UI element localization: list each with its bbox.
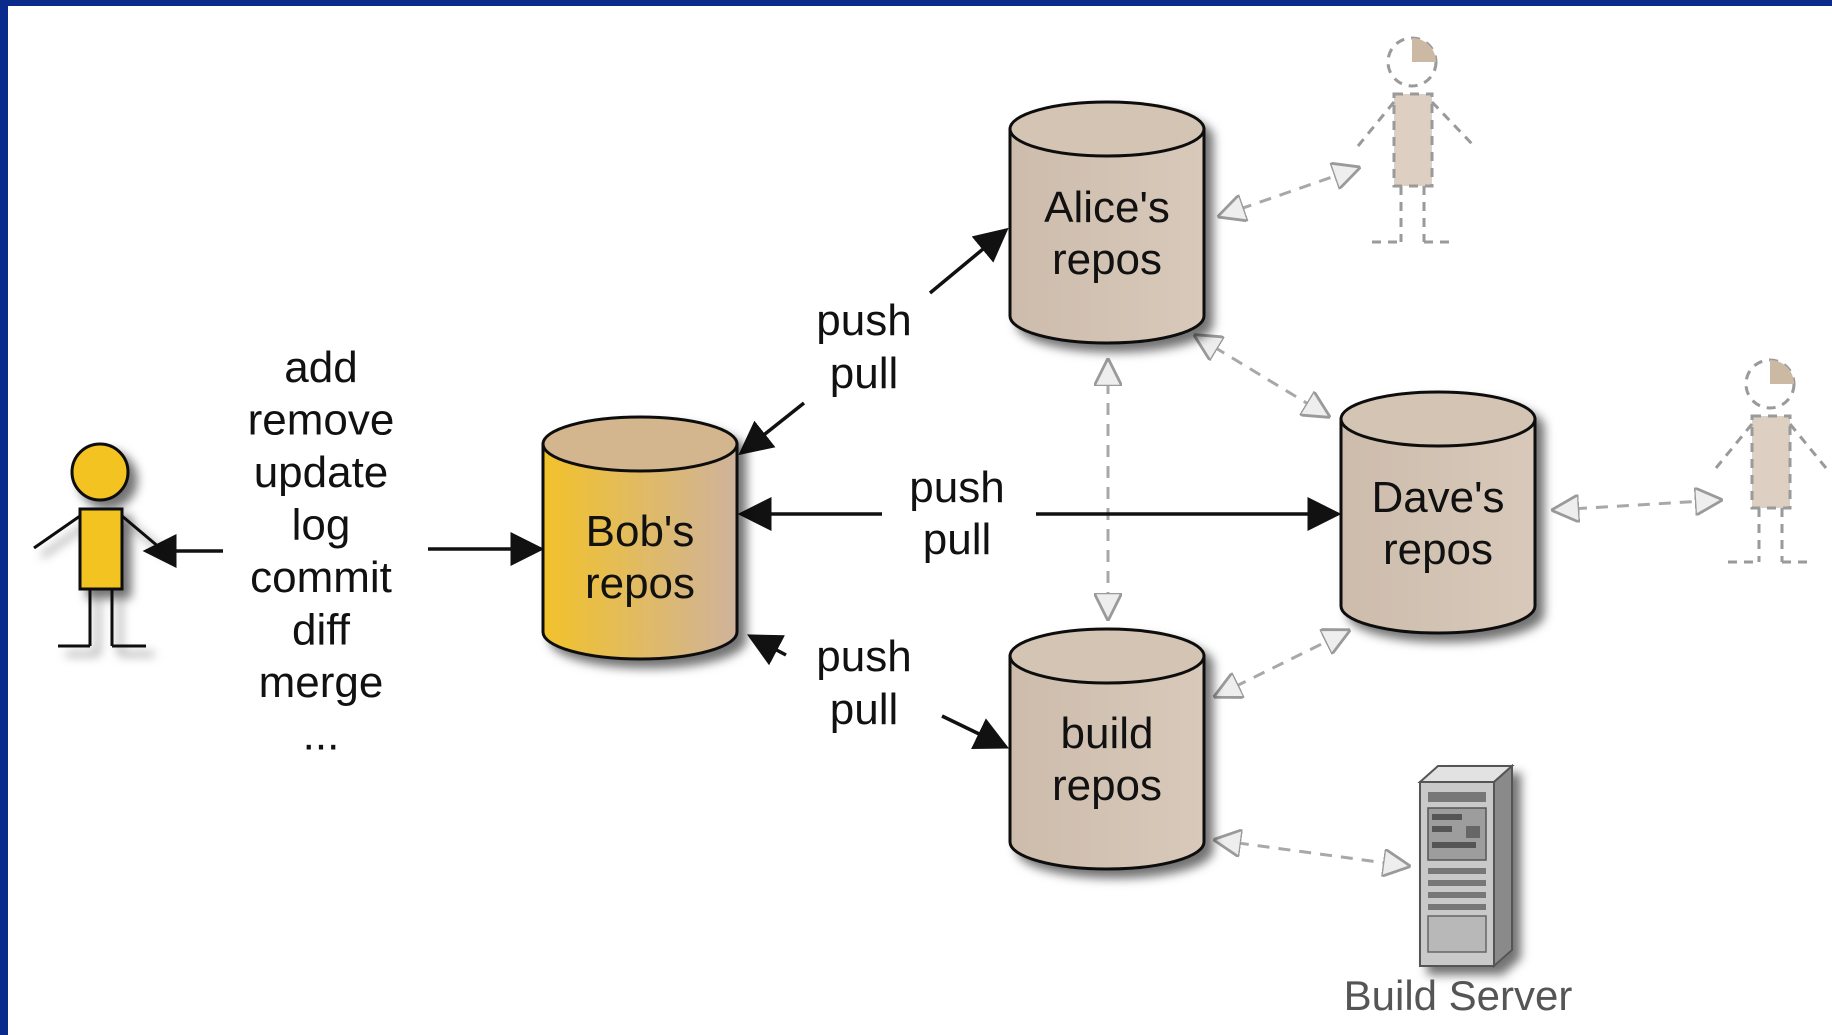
command-item: ... [303,711,340,760]
alice-dave-link [1196,336,1328,416]
dave-user [1714,358,1828,564]
bob-to-build-push-arrow [941,714,1010,749]
build-server-label: Build Server [1344,972,1573,1019]
command-item: commit [250,553,392,602]
bob-user [33,442,161,648]
command-item: merge [259,658,384,707]
solid-connections [142,227,1342,749]
build-repo-label-line1: build [1061,709,1154,758]
bob-repo-label-line1: Bob's [586,507,695,556]
dave-repo [1339,390,1537,635]
command-item: update [254,448,389,497]
command-item: log [292,501,351,550]
build-repo-label-line2: repos [1052,761,1162,810]
bob-to-alice-push-arrow [928,227,1009,295]
alice-repo-label-line1: Alice's [1044,183,1170,232]
build-repo [1008,627,1206,871]
bob-repo-label-line2: repos [585,559,695,608]
alice-user-link [1220,168,1358,216]
command-item: remove [248,396,395,445]
command-item: diff [292,606,351,655]
alice-user [1356,36,1476,244]
build-server-link [1216,840,1408,866]
person-icon [1714,358,1828,564]
command-item: add [284,343,357,392]
bob-build-push-label: push [816,632,911,681]
bob-build-pull-label: pull [830,685,899,734]
server-tower-icon [1417,763,1515,969]
dave-repo-label-line1: Dave's [1371,473,1504,522]
dave-build-link [1216,631,1348,696]
bob-repo [541,415,739,661]
build-to-bob-pull-arrow [746,634,787,666]
bob-dave-pull-label: pull [923,515,992,564]
bob-alice-push-label: push [816,296,911,345]
alice-to-bob-pull-arrow [738,401,806,456]
alice-repo-label-line2: repos [1052,235,1162,284]
alice-repo [1008,100,1206,345]
bob-alice-pull-label: pull [830,349,899,398]
command-list: addremoveupdatelogcommitdiffmerge... [248,343,395,760]
person-icon [1356,36,1476,244]
person-icon [33,442,161,648]
dave-repo-label-line2: repos [1383,525,1493,574]
dashed-connections [1108,168,1720,866]
dave-user-link [1554,500,1720,510]
bob-dave-push-label: push [909,463,1004,512]
